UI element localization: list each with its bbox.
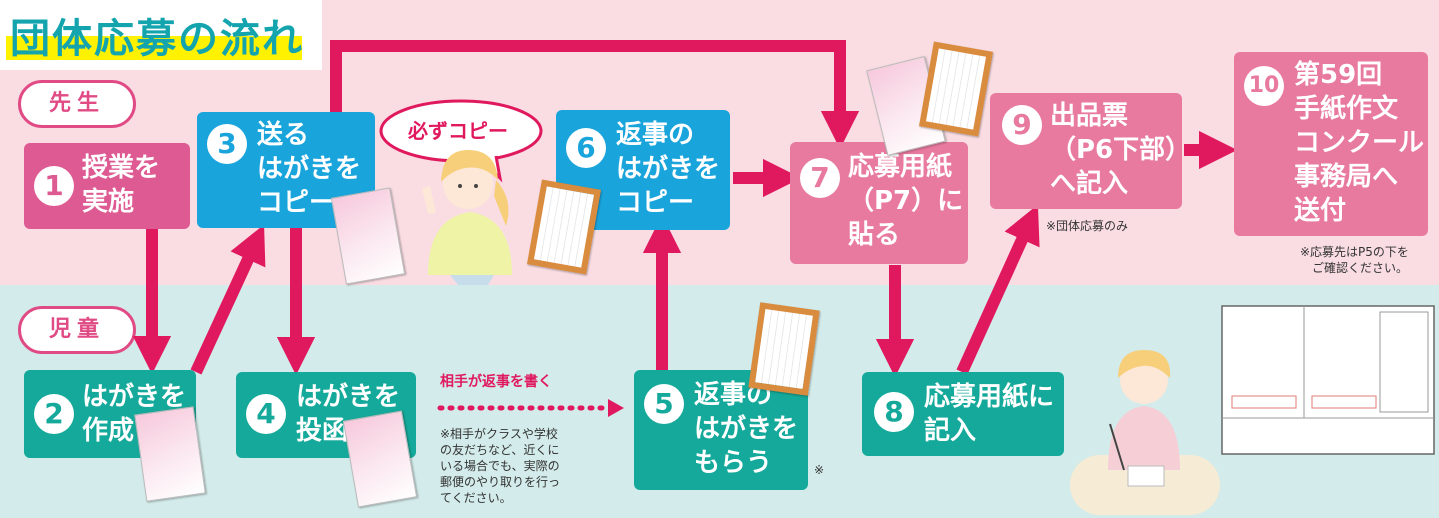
- step-5-number: 5: [644, 384, 684, 424]
- step-9-label: 出品票 （P6下部） へ記入: [1050, 101, 1192, 199]
- step-9-box: 9 出品票 （P6下部） へ記入: [990, 93, 1191, 209]
- step-10-label: 第59回 手紙作文 コンクール 事務局へ 送付: [1294, 60, 1425, 226]
- page-title: 団体応募の流れ: [10, 16, 304, 62]
- step-6-number: 6: [566, 128, 606, 168]
- step-1-label: 授業を 実施: [82, 153, 161, 217]
- step-5-asterisk: ※: [814, 463, 825, 477]
- teacher-role-label: 先生: [18, 80, 136, 128]
- step-6-label: 返事の はがきを コピー: [616, 120, 721, 218]
- group-only-note: ※団体応募のみ: [1046, 219, 1129, 233]
- step-9-number: 9: [1002, 105, 1042, 145]
- step-10-number: 10: [1244, 66, 1284, 106]
- arrow-3-to-7: [330, 40, 860, 150]
- step-3-box: 3 送る はがきを コピー: [197, 112, 375, 228]
- step-8-box: 8 応募用紙に 記入: [862, 372, 1064, 456]
- step-10-box: 10 第59回 手紙作文 コンクール 事務局へ 送付: [1234, 52, 1428, 236]
- step-2-label: はがきを 作成: [82, 382, 187, 446]
- arrow-2-to-3: [190, 224, 266, 375]
- student-role-label: 児童: [18, 306, 136, 354]
- step-7-number: 7: [800, 158, 840, 198]
- step-1-box: 1 授業を 実施: [24, 143, 190, 229]
- step-7-box: 7 応募用紙 （P7）に 貼る: [790, 142, 968, 264]
- title-highlight: [6, 36, 302, 60]
- reply-arrow-head: [608, 399, 624, 417]
- step-1-number: 1: [34, 166, 74, 206]
- application-form-thumbnail: [1221, 305, 1435, 455]
- step-8-label: 応募用紙に 記入: [924, 382, 1055, 446]
- step-2-number: 2: [34, 394, 74, 434]
- step-7-label: 応募用紙 （P7）に 貼る: [848, 152, 964, 250]
- postcard-5-image: [748, 302, 820, 396]
- step-4-number: 4: [246, 394, 286, 434]
- step-4-label: はがきを 投函: [296, 382, 401, 446]
- student-illustration: [1070, 350, 1220, 515]
- arrow-8-to-9: [956, 204, 1040, 375]
- teacher-illustration: [422, 150, 512, 285]
- travel-note: ※相手がクラスや学校 の友だちなど、近くに いる場合でも、実際の 郵便のやり取り…: [440, 427, 561, 505]
- title-area: 団体応募の流れ: [0, 0, 322, 70]
- postcard-2-image: [134, 406, 206, 502]
- address-note: ※応募先はP5の下を ご確認ください。: [1300, 245, 1409, 275]
- step-3-label: 送る はがきを コピー: [257, 120, 362, 218]
- reply-label: 相手が返事を書く: [440, 374, 552, 390]
- step-8-number: 8: [874, 392, 914, 432]
- step-3-number: 3: [207, 124, 247, 164]
- speech-bubble-text: 必ずコピー: [408, 119, 508, 143]
